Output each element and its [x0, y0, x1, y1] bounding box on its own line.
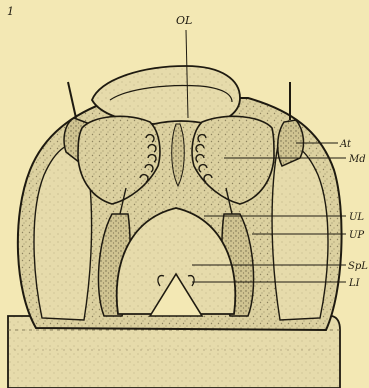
- label-md: Md: [348, 154, 366, 165]
- label-ol: OL: [176, 14, 192, 27]
- figure-number: 1: [7, 5, 14, 18]
- label-spl: SpL: [348, 261, 368, 272]
- label-at: At: [339, 139, 352, 150]
- label-up: UP: [349, 230, 364, 241]
- label-ul: UL: [349, 212, 364, 223]
- label-li: LI: [348, 278, 361, 289]
